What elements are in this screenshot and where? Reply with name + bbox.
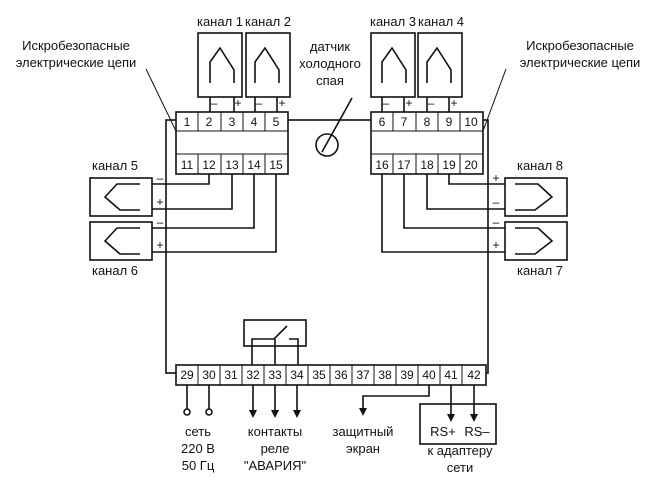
terminal-8: 8 xyxy=(424,115,431,129)
terminal-block-top-left xyxy=(175,111,289,175)
terminal-12: 12 xyxy=(202,158,216,172)
label-channel-2: канал 2 xyxy=(245,14,291,29)
terminal-17: 17 xyxy=(397,158,411,172)
terminal-14: 14 xyxy=(247,158,261,172)
sign: – xyxy=(493,215,500,229)
terminal-2: 2 xyxy=(206,115,213,129)
label-relay-1: контакты xyxy=(248,424,302,439)
sign: – xyxy=(383,96,390,110)
sign: + xyxy=(450,96,457,110)
terminal-block-bottom xyxy=(175,364,487,386)
thermocouple-channel-8 xyxy=(426,174,568,217)
label-mains-2: 220 В xyxy=(181,441,215,456)
leader-right xyxy=(482,68,507,132)
label-cold-junction-1: датчик xyxy=(310,39,351,54)
terminal-33: 33 xyxy=(268,368,282,382)
sign: + xyxy=(492,171,499,185)
sign: + xyxy=(156,238,163,252)
terminal-20: 20 xyxy=(464,158,478,172)
terminal-5: 5 xyxy=(273,115,280,129)
sign: – xyxy=(428,96,435,110)
terminal-38: 38 xyxy=(378,368,392,382)
label-mains-3: 50 Гц xyxy=(182,458,215,473)
terminal-30: 30 xyxy=(202,368,216,382)
label-channel-8: канал 8 xyxy=(517,158,563,173)
label-adapter-2: сети xyxy=(447,460,474,475)
label-cold-junction-3: спая xyxy=(316,73,344,88)
terminal-13: 13 xyxy=(225,158,239,172)
sign: + xyxy=(278,96,285,110)
sign: + xyxy=(156,195,163,209)
label-channel-5: канал 5 xyxy=(92,158,138,173)
sign: – xyxy=(211,96,218,110)
sign: + xyxy=(492,238,499,252)
label-cold-junction-2: холодного xyxy=(299,56,361,71)
thermocouple-channel-7 xyxy=(381,174,568,261)
thermocouple-channel-6 xyxy=(89,174,277,261)
label-adapter-1: к адаптеру xyxy=(427,443,493,458)
cold-junction-sensor xyxy=(315,97,353,157)
terminal-19: 19 xyxy=(442,158,456,172)
labels: канал 1 канал 2 канал 3 канал 4 канал 5 … xyxy=(16,14,641,475)
terminal-41: 41 xyxy=(444,368,458,382)
sign: – xyxy=(157,215,164,229)
sign: + xyxy=(405,96,412,110)
label-rs-plus: RS+ xyxy=(430,424,456,439)
label-channel-6: канал 6 xyxy=(92,263,138,278)
label-shield-1: защитный xyxy=(333,424,394,439)
terminal-29: 29 xyxy=(180,368,194,382)
label-relay-2: реле xyxy=(261,441,290,456)
polarity-marks: – + – + – + – + – + – + + – – + xyxy=(156,96,499,252)
terminal-numbers: 1 2 3 4 5 6 7 8 9 10 11 12 13 14 15 16 1… xyxy=(180,115,481,382)
alarm-relay xyxy=(243,319,307,365)
thermocouple-channel-5 xyxy=(89,174,233,217)
leader-left xyxy=(145,68,177,132)
terminal-9: 9 xyxy=(446,115,453,129)
terminal-18: 18 xyxy=(420,158,434,172)
terminal-35: 35 xyxy=(312,368,326,382)
terminal-40: 40 xyxy=(422,368,436,382)
label-channel-3: канал 3 xyxy=(370,14,416,29)
terminal-7: 7 xyxy=(401,115,408,129)
label-mains-1: сеть xyxy=(185,424,211,439)
label-channel-4: канал 4 xyxy=(418,14,464,29)
terminal-16: 16 xyxy=(375,158,389,172)
terminal-3: 3 xyxy=(229,115,236,129)
label-rs-minus: RS– xyxy=(464,424,490,439)
terminal-39: 39 xyxy=(400,368,414,382)
sign: – xyxy=(493,195,500,209)
terminal-10: 10 xyxy=(464,115,478,129)
terminal-36: 36 xyxy=(334,368,348,382)
terminal-4: 4 xyxy=(251,115,258,129)
thermocouple-channel-3 xyxy=(370,32,416,112)
label-safe-circuits-left-2: электрические цепи xyxy=(16,55,137,70)
thermocouple-channel-4 xyxy=(417,32,463,112)
label-safe-circuits-right-1: Искробезопасные xyxy=(526,38,634,53)
terminal-31: 31 xyxy=(224,368,238,382)
terminal-42: 42 xyxy=(467,368,481,382)
thermocouple-channel-2 xyxy=(245,32,291,112)
terminal-block-top-right xyxy=(370,111,484,175)
label-channel-7: канал 7 xyxy=(517,263,563,278)
label-channel-1: канал 1 xyxy=(197,14,243,29)
terminal-34: 34 xyxy=(290,368,304,382)
thermocouple-channel-1 xyxy=(197,32,243,112)
label-shield-2: экран xyxy=(346,441,380,456)
label-safe-circuits-right-2: электрические цепи xyxy=(520,55,641,70)
sign: – xyxy=(256,96,263,110)
label-safe-circuits-left-1: Искробезопасные xyxy=(22,38,130,53)
bottom-wiring xyxy=(183,385,497,445)
terminal-32: 32 xyxy=(246,368,260,382)
terminal-37: 37 xyxy=(356,368,370,382)
terminal-6: 6 xyxy=(379,115,386,129)
terminal-11: 11 xyxy=(181,158,194,172)
label-relay-3: "АВАРИЯ" xyxy=(244,458,307,473)
sign: – xyxy=(157,171,164,185)
terminal-1: 1 xyxy=(184,115,191,129)
sign: + xyxy=(234,96,241,110)
terminal-15: 15 xyxy=(269,158,283,172)
